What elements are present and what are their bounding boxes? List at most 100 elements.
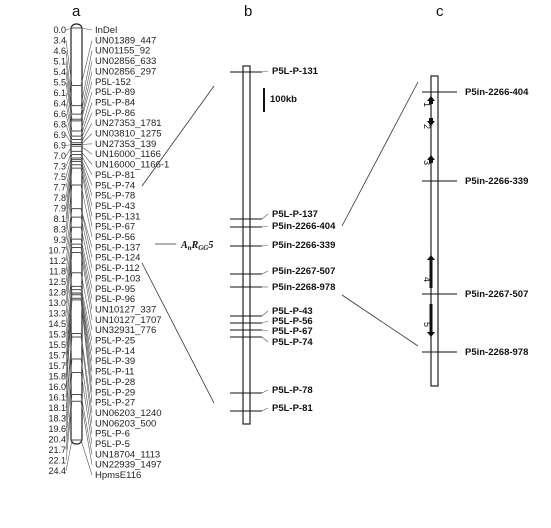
marker-label-a: UN02856_633 (95, 56, 156, 67)
position-connector (65, 82, 73, 121)
position-label: 13.3 (48, 309, 66, 319)
position-connector (65, 157, 73, 188)
marker-label-a: UN01155_92 (95, 46, 150, 57)
marker-label-a: UN16000_1166 (95, 149, 161, 160)
position-label: 22.1 (48, 456, 66, 466)
position-connector (65, 161, 73, 209)
position-label: 19.6 (48, 424, 66, 434)
gene-arrow-body (429, 159, 433, 163)
position-connector (65, 239, 73, 283)
position-label: 7.0 (53, 151, 66, 161)
position-label: 6.1 (53, 88, 66, 98)
panel-label-c: c (436, 3, 444, 20)
position-connector (65, 61, 73, 115)
position-connector (65, 134, 73, 145)
position-label: 7.5 (53, 172, 66, 182)
position-connector (65, 151, 73, 167)
marker-label-a: P5L-P-25 (95, 336, 135, 347)
marker-connector (80, 272, 93, 331)
position-label: 8.3 (53, 225, 66, 235)
gene-number-label: 3 (422, 160, 432, 165)
position-connector (65, 168, 73, 230)
gene-arrow-body (429, 100, 433, 104)
marker-connector (80, 27, 93, 31)
position-label: 12.8 (48, 288, 66, 298)
position-connector (65, 358, 73, 430)
marker-connector (80, 252, 93, 320)
marker-label-c: P5in-2266-404 (465, 87, 529, 98)
position-connector (65, 227, 73, 272)
position-label: 6.6 (53, 109, 66, 119)
marker-label-a: UN01389_447 (95, 35, 156, 46)
position-label: 5.4 (53, 67, 66, 77)
position-label: 15.5 (48, 340, 66, 350)
marker-label-a: P5L-P-81 (95, 170, 135, 181)
zoom-line-b-c-bottom (341, 294, 419, 347)
linkage-map-panel-a: 0.03.44.65.15.45.56.16.46.66.86.96.97.07… (48, 23, 213, 481)
position-label: 12.5 (48, 277, 66, 287)
marker-label-a: P5L-P-29 (95, 387, 135, 398)
marker-connector (80, 145, 93, 155)
marker-label-a: UN18704_1113 (95, 449, 160, 460)
position-label: 15.8 (48, 372, 66, 382)
gene-number-label: 5 (422, 322, 432, 327)
label-leader-b (261, 244, 269, 247)
marker-label-a: P5L-P-78 (95, 191, 135, 202)
marker-label-a: UN22939_1497 (95, 460, 162, 471)
marker-connector (80, 336, 93, 424)
position-label: 16.0 (48, 382, 66, 392)
position-connector (65, 146, 73, 157)
marker-connector (80, 157, 93, 186)
marker-label-c: P5in-2268-978 (465, 347, 528, 358)
position-connector (65, 299, 73, 398)
marker-connector (80, 112, 93, 140)
marker-label-b: P5in-2266-404 (272, 221, 336, 232)
marker-label-a: P5L-P-11 (95, 367, 134, 378)
gene-arrow-body (429, 304, 433, 333)
position-label: 11.2 (49, 256, 66, 266)
position-label: 5.5 (53, 78, 66, 88)
position-label: 6.8 (53, 120, 66, 130)
marker-label-a: UN10127_337 (95, 304, 156, 315)
gene-arrow-head (427, 121, 435, 126)
marker-label-b: P5in-2266-339 (272, 240, 335, 251)
gene-arrow-head (427, 155, 435, 160)
marker-connector (80, 122, 93, 143)
position-connector (65, 252, 73, 314)
position-connector (65, 439, 73, 472)
marker-connector (80, 154, 93, 176)
label-leader-b (261, 225, 269, 228)
marker-connector (80, 439, 93, 476)
gene-arrow-body (429, 259, 433, 288)
marker-connector (80, 372, 93, 445)
marker-label-a: P5L-P-137 (95, 242, 140, 253)
marker-label-a: HpmsE116 (95, 470, 141, 481)
position-label: 4.6 (53, 46, 66, 56)
position-label: 24.4 (48, 466, 66, 476)
label-leader-b (261, 407, 269, 412)
marker-label-a: P5L-P-112 (95, 263, 140, 274)
label-leader-b (261, 213, 269, 220)
marker-label-a: P5L-P-5 (95, 439, 130, 450)
physical-map-bar-b (242, 65, 251, 425)
marker-label-b: P5L-P-74 (272, 337, 313, 348)
label-leader-b (261, 320, 269, 324)
position-label: 18.1 (48, 403, 66, 413)
marker-label-a: P5L-P-131 (95, 211, 140, 222)
panel-label-a: a (72, 3, 81, 20)
zoom-line-a-b-bottom (141, 262, 215, 404)
position-label: 18.3 (48, 414, 66, 424)
marker-connector (80, 133, 93, 145)
marker-label-b: P5L-P-137 (272, 209, 318, 220)
position-connector (65, 294, 73, 377)
position-connector (65, 401, 73, 461)
marker-connector (80, 293, 93, 372)
position-label: 15.7 (48, 351, 66, 361)
position-label: 16.1 (48, 393, 66, 403)
marker-connector (80, 40, 93, 86)
marker-label-a: UN16000_1166-1 (95, 160, 169, 171)
marker-connector (80, 394, 93, 455)
marker-label-a: P5L-P-86 (95, 108, 135, 119)
marker-connector (80, 151, 93, 165)
